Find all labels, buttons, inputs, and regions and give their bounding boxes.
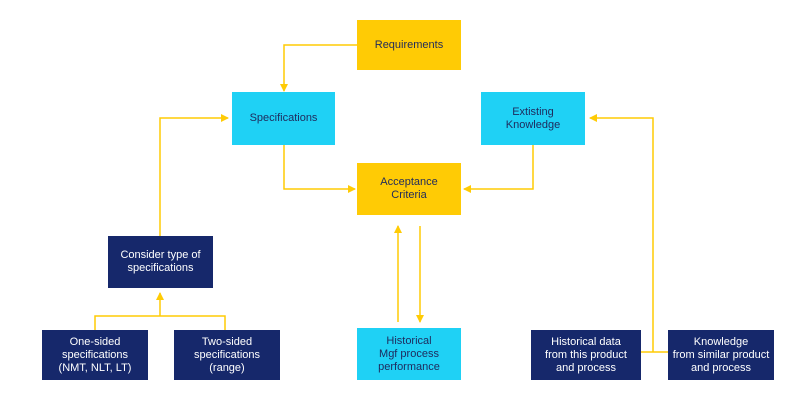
arrow-requirements-to-specifications <box>280 44 357 92</box>
acceptance-criteria-node: Acceptance Criteria <box>357 163 461 215</box>
historical-data-node: Historical data from this product and pr… <box>531 330 641 380</box>
arrow-knowledge-sources-to-existing-knowledge <box>589 114 654 352</box>
historical-mgf-node: Historical Mgf process performance <box>357 328 461 380</box>
knowledge-similar-node: Knowledge from similar product and proce… <box>668 330 774 380</box>
arrow-consider-type-to-specifications <box>159 114 229 236</box>
consider-type-node: Consider type of specifications <box>108 236 213 288</box>
specifications-node: Specifications <box>232 92 335 145</box>
arrow-specifications-to-acceptance <box>283 145 356 193</box>
bracket-spec-types <box>94 315 226 330</box>
existing-knowledge-node: Extisting Knowledge <box>481 92 585 145</box>
requirements-node: Requirements <box>357 20 461 70</box>
two-sided-specifications-node: Two-sided specifications (range) <box>174 330 280 380</box>
one-sided-specifications-node: One-sided specifications (NMT, NLT, LT) <box>42 330 148 380</box>
arrow-knowledge-to-acceptance <box>463 145 534 193</box>
